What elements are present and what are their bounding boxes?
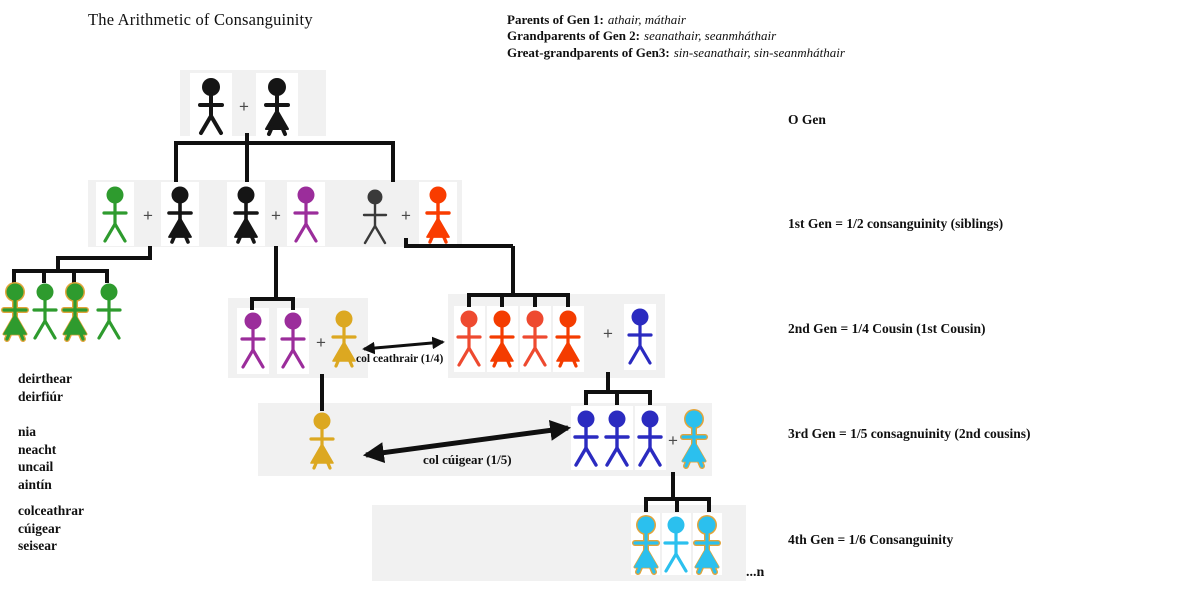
person-black-female <box>167 186 193 244</box>
person-green-female <box>1 282 29 342</box>
relation-arrow <box>362 336 445 355</box>
legend-term-label: Grandparents of Gen 2: <box>507 28 641 44</box>
gen-label-2: 2nd Gen = 1/4 Cousin (1st Cousin) <box>788 321 986 336</box>
side-label: colceathrar <box>18 503 84 518</box>
ellipsis-n-label: ...n <box>746 565 765 580</box>
tree-connector-line <box>250 246 295 310</box>
gen-label-3: 3rd Gen = 1/5 consagnuinity (2nd cousins… <box>788 426 1031 441</box>
legend-term-label: Great-grandparents of Gen3: <box>507 44 670 60</box>
gen-label-0: O Gen <box>788 112 826 127</box>
person-dark-male <box>362 189 388 245</box>
plus-sign: + <box>603 324 613 343</box>
person-redF-female <box>555 310 581 368</box>
person-cyan-female <box>680 409 708 469</box>
person-blue-male <box>604 410 630 467</box>
person-green-male <box>96 283 122 340</box>
relation-arrow <box>362 419 572 464</box>
person-redF-female <box>489 310 515 368</box>
legend-block: Parents of Gen 1:athair, máthair Grandpa… <box>507 12 845 61</box>
person-black-male <box>198 78 224 135</box>
side-label: aintín <box>18 476 52 492</box>
person-purple-male <box>240 312 266 369</box>
tree-connector-line <box>584 372 652 405</box>
gen-label-1: 1st Gen = 1/2 consanguinity (siblings) <box>788 216 1004 231</box>
side-label: uncail <box>18 459 54 475</box>
side-label: cúigear <box>18 520 61 536</box>
tree-connector-line <box>404 238 570 307</box>
person-black-female <box>233 186 259 244</box>
person-cyan-female <box>632 515 660 575</box>
person-redM-male <box>456 310 482 367</box>
person-cyan-male <box>663 516 689 573</box>
person-green-female <box>61 282 89 342</box>
arrow-label-col-cuigear: col cúigear (1/5) <box>423 452 512 467</box>
gen-label-4: 4th Gen = 1/6 Consanguinity <box>788 532 954 547</box>
plus-sign: + <box>316 333 326 352</box>
side-label: seisear <box>18 538 57 554</box>
tree-connector-line <box>174 133 395 182</box>
legend-term-label: Parents of Gen 1: <box>507 12 604 27</box>
person-blue-male <box>573 410 599 467</box>
person-gold-female <box>331 310 357 368</box>
person-blue-male <box>637 410 663 467</box>
person-gold-female <box>309 412 335 470</box>
tree-connector-line <box>644 472 711 512</box>
person-black-female <box>264 78 290 136</box>
side-label: neacht <box>18 441 57 457</box>
arrow-label-col-ceathrair: col ceathrair (1/4) <box>356 353 444 365</box>
side-label: deirfiúr <box>18 388 63 404</box>
person-cyan-female <box>693 515 721 575</box>
legend-term-value: sin-seanathair, sin-seanmháthair <box>673 44 845 60</box>
legend-line: Grandparents of Gen 2:seanathair, seanmh… <box>507 28 845 44</box>
plus-sign: + <box>143 206 153 225</box>
legend-term-value: athair, máthair <box>607 12 686 27</box>
generation-panel <box>88 180 462 247</box>
side-labels-cousins: colceathrar cúigear seisear <box>18 502 84 555</box>
page-title: The Arithmetic of Consanguinity <box>88 10 313 29</box>
person-purple-male <box>293 186 319 243</box>
legend-line: Great-grandparents of Gen3:sin-seanathai… <box>507 45 845 61</box>
tree-connector-line <box>12 246 152 283</box>
plus-sign: + <box>271 206 281 225</box>
legend-line: Parents of Gen 1:athair, máthair <box>507 12 845 28</box>
side-label: nia <box>18 424 37 439</box>
plus-sign: + <box>239 97 249 116</box>
person-purple-male <box>280 312 306 369</box>
person-redM-male <box>522 310 548 367</box>
side-labels-siblings: deirthear deirfiúr <box>18 370 72 405</box>
plus-sign: + <box>401 206 411 225</box>
person-orangered-female <box>425 186 451 244</box>
person-green-male <box>32 283 58 340</box>
side-labels-nibling: nia neacht uncail aintín <box>18 423 56 493</box>
person-blue-male <box>627 308 653 365</box>
side-label: deirthear <box>18 371 72 386</box>
legend-term-value: seanathair, seanmháthair <box>644 28 777 44</box>
person-green-male <box>102 186 128 243</box>
plus-sign: + <box>668 431 678 450</box>
